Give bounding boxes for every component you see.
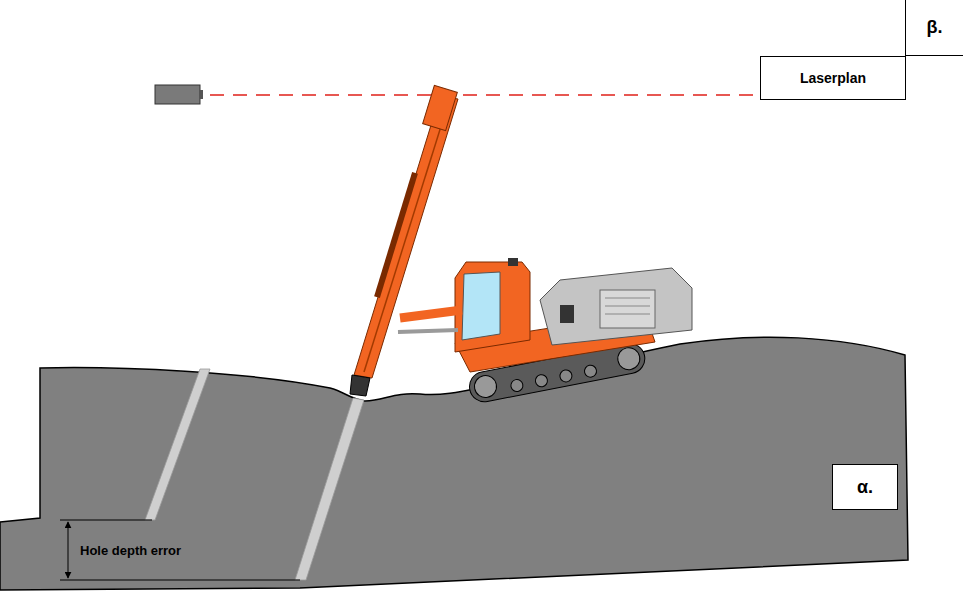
- dimension-line: [60, 580, 300, 581]
- drill-mast: [354, 96, 458, 378]
- label-box: Laserplan: [760, 56, 906, 100]
- box-label: Laserplan: [800, 70, 866, 86]
- cab-window: [462, 272, 500, 340]
- rock-drill: [423, 85, 458, 130]
- hose: [374, 172, 418, 298]
- rock-mass: [0, 337, 908, 590]
- grille-line: [605, 306, 650, 307]
- laser-emitter: [155, 85, 200, 104]
- grille-line: [605, 298, 650, 299]
- exhaust: [560, 305, 574, 323]
- drill-bit: [350, 375, 370, 396]
- operator-cab: [455, 262, 530, 352]
- dimension-label: Hole depth error: [80, 543, 181, 558]
- label-box: β.: [905, 0, 963, 56]
- box-label: α.: [857, 477, 873, 498]
- engine-housing: [540, 268, 692, 345]
- feed-rail: [364, 104, 448, 372]
- engine-grille: [600, 290, 655, 328]
- drill-hole: [145, 369, 210, 520]
- cab-light: [508, 258, 518, 266]
- dimension-arrow: [68, 522, 69, 578]
- grille-line: [605, 314, 650, 315]
- laser-beam: [210, 94, 760, 96]
- box-label: β.: [927, 17, 943, 38]
- boom-arm: [400, 310, 462, 318]
- drill-hole: [295, 398, 364, 580]
- laser-lens: [199, 90, 203, 99]
- dimension-line: [60, 520, 152, 521]
- label-box: α.: [832, 464, 898, 510]
- boom-cylinder: [398, 330, 458, 332]
